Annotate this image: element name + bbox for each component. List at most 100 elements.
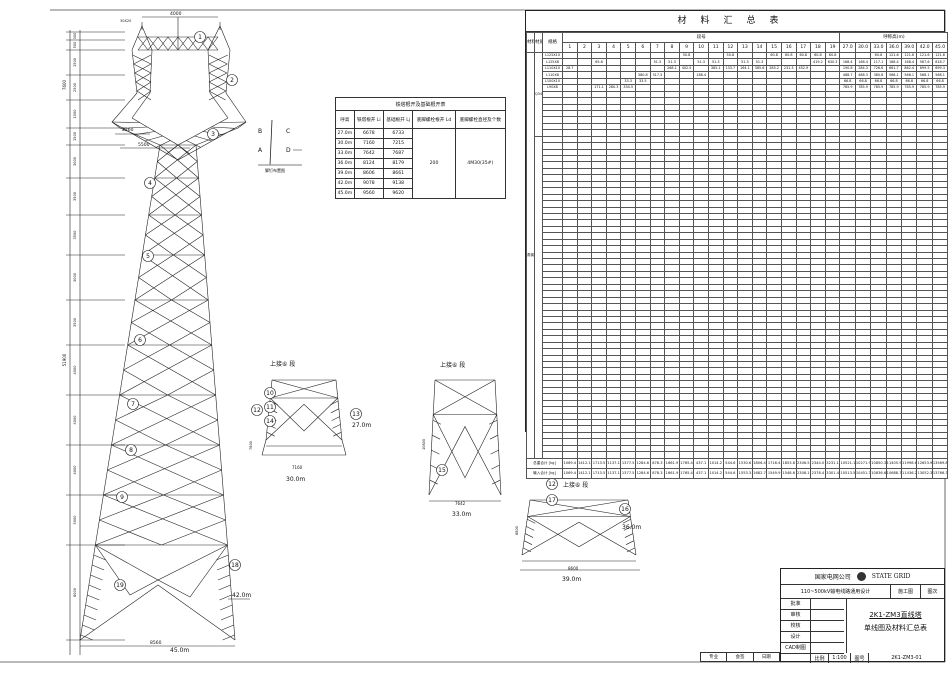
table-cell: 6733 — [383, 128, 414, 139]
col-header: 铁塔根开 Li — [353, 110, 385, 129]
table-cell: 27.0m — [335, 128, 355, 139]
table-row — [527, 425, 949, 433]
secondary-brace — [174, 196, 201, 216]
diagonal-brace — [103, 494, 228, 546]
drawing-title: 2K1-ZM3直线塔 单线图及材料汇总表 — [846, 598, 944, 653]
col-header-height: 呼称高(m) — [839, 32, 949, 43]
segment-number: 2 — [576, 42, 593, 53]
table-cell — [542, 97, 563, 105]
part-number: 12 — [548, 481, 556, 488]
part-number: 11 — [266, 404, 274, 411]
secondary-brace — [157, 144, 179, 162]
annotation-text: 1500 — [73, 110, 77, 119]
col-header: 基础根开 Lj — [383, 110, 414, 129]
secondary-brace — [174, 214, 204, 236]
member-line — [207, 25, 231, 51]
secondary-brace — [176, 161, 198, 179]
member-line — [208, 63, 227, 74]
total-segment-weight: 2344.0 — [810, 457, 826, 469]
annotation-text: 1500 — [73, 58, 77, 67]
leg-annotations: 上接⑥ 段 27.0m 30.0m 7160 上接⑥ 段 33.0m 7642 … — [249, 360, 641, 583]
total-label: 总重合计 [kg] — [526, 457, 563, 469]
segment-number: 18 — [810, 42, 826, 53]
diagonal-brace — [103, 444, 220, 496]
annotation-text: 300 — [73, 33, 77, 40]
table-cell — [542, 444, 563, 453]
member-line — [122, 126, 148, 129]
secondary-brace — [123, 369, 168, 396]
total-height-weight: 13052.3 — [916, 467, 933, 479]
annotation-text: 45.0m — [170, 647, 189, 654]
col-header: 底脚螺栓根开 Ld — [412, 110, 456, 129]
table-cell: 30.0m — [335, 138, 355, 149]
role-label: 批准 — [781, 598, 811, 609]
table-cell — [542, 367, 563, 375]
secondary-brace — [131, 322, 170, 346]
total-height-weight: 10271.9 — [854, 457, 872, 469]
table-cell — [931, 418, 949, 427]
total-segment-weight: 1713.5 — [591, 467, 607, 479]
total-height-weight: 10513.5 — [839, 467, 856, 479]
member-line — [489, 434, 499, 440]
total-height-weight: 12653.9 — [916, 457, 933, 469]
part-number: 2 — [230, 77, 234, 84]
annotation-text: 5500 — [138, 142, 150, 148]
drawing-title-line-2: 单线图及材料汇总表 — [864, 624, 927, 632]
total-segment-weight: 1765.4 — [678, 457, 695, 469]
part-number: 12 — [253, 407, 261, 414]
foot-nail-label: B — [258, 128, 262, 135]
v-brace — [432, 414, 498, 479]
table-cell: 9620 — [383, 188, 414, 199]
total-height-weight: 10521.1 — [839, 457, 856, 469]
table-row — [527, 154, 949, 163]
table-row — [527, 296, 949, 305]
v-opening — [521, 521, 637, 556]
annotation-text: 3500 — [73, 192, 77, 201]
annotation-text: 8000 — [73, 588, 77, 597]
secondary-brace — [167, 369, 214, 396]
member-line — [88, 584, 102, 591]
diagonal-brace — [142, 254, 209, 301]
diagonal-brace — [95, 494, 224, 546]
table-row — [527, 232, 949, 240]
diagonal-brace — [142, 214, 202, 256]
member-line — [186, 140, 201, 148]
group-label: 角钢 — [526, 52, 535, 459]
material-grid: 材料材质规格段号呼称高(m)12345678910111213141516171… — [526, 32, 949, 479]
segment-number: 19 — [824, 42, 841, 53]
diagonal-brace — [434, 379, 497, 415]
secondary-brace — [169, 344, 214, 371]
annotation-text: 500 — [73, 42, 77, 49]
v-brace — [527, 516, 631, 548]
segment-number: 8 — [664, 42, 680, 53]
table-cell — [542, 257, 563, 266]
table-row — [527, 412, 949, 420]
part-number: 4 — [148, 180, 152, 187]
leg-detail-36-39 — [520, 499, 640, 571]
total-segment-weight: 1014.2 — [707, 457, 724, 469]
table-row — [527, 373, 949, 382]
segment-number: 9 — [678, 42, 695, 53]
secondary-brace — [163, 469, 222, 496]
height-value: 33.0 — [870, 42, 887, 53]
col-header: 呼高 — [335, 110, 355, 129]
segment-number: 14 — [751, 42, 768, 53]
secondary-brace — [99, 519, 162, 546]
table-row — [527, 290, 949, 298]
table-cell — [542, 418, 563, 427]
secondary-brace — [145, 234, 174, 256]
table-cell — [931, 444, 949, 453]
table-cell — [931, 257, 949, 266]
member-line — [194, 135, 213, 142]
total-segment-weight: 1412.1 — [576, 467, 593, 479]
member-line — [92, 564, 105, 571]
part-number-circle — [619, 503, 631, 515]
signature-field — [811, 620, 844, 631]
table-cell — [931, 348, 949, 356]
table-cell: 7642 — [353, 148, 385, 159]
total-segment-weight: 3231.1 — [824, 457, 841, 469]
member-line — [429, 479, 438, 485]
